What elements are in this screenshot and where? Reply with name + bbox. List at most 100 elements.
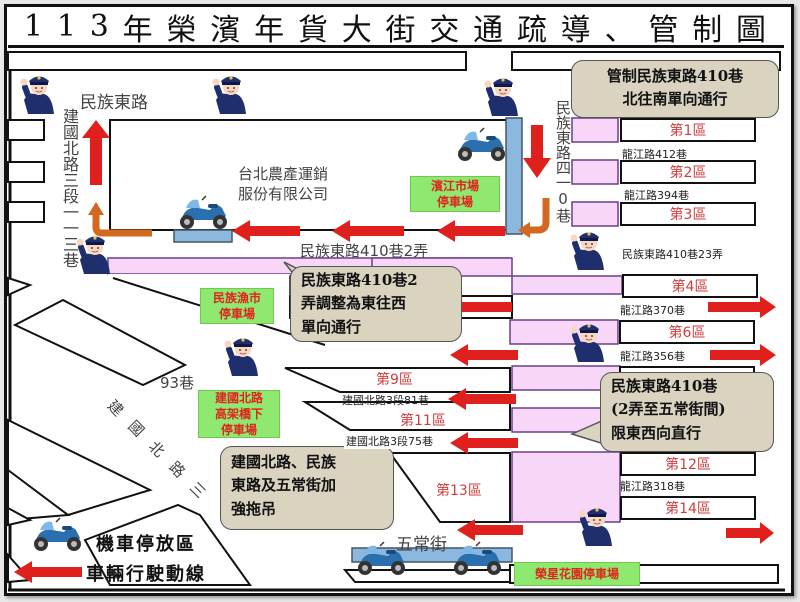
parking-label: 民族漁市 [212,290,261,305]
police-officer-icon [212,76,247,115]
traffic-direction-arrow-icon [726,522,774,544]
zone-2: 第2區 [620,160,756,184]
parking-minzu-fish: 民族漁市 停車場 [200,288,274,324]
road-label-jianguo-113: 建國北路三段一一三巷 [60,108,79,268]
callout-line: 管制民族東路410巷 [606,67,744,85]
traffic-direction-arrow-icon [710,344,776,366]
road-label-jianguo-75: 建國北路3段75巷 [344,433,435,449]
traffic-direction-arrow-icon [457,519,523,541]
title-char: 1 [23,9,45,44]
road-label-minzu-410: 民族東路四一0巷 [554,100,572,223]
callout-line: 北往南單向通行 [622,90,728,109]
callout-control-410: 管制民族東路410巷 北往南單向通行 [571,60,779,118]
callout-line: 強拖吊 [231,499,277,518]
parking-rongxing: 榮星花園停車場 [514,562,640,586]
road-label-longjiang-412: 龍江路412巷 [622,148,687,161]
title-char: 圖 [736,12,768,48]
title-char: 街 [385,12,418,48]
title-char: 年 [254,12,287,48]
callout-line: 限東西向直行 [611,423,702,442]
title-char: 榮 [166,12,199,48]
turn-arrow-icon [92,213,152,237]
zone-9: 第9區 [376,372,413,388]
callout-line: 建國北路、民族 [231,453,337,471]
police-officer-icon [484,78,519,117]
traffic-direction-arrow-icon [437,220,505,242]
turn-arrow-icon [528,198,550,234]
zone-3: 第3區 [620,202,756,226]
zone-12: 第12區 [620,452,756,476]
title-char: 疏 [516,12,549,48]
title-char: 導 [560,12,593,48]
legend-route-arrow-icon [14,561,82,583]
traffic-direction-arrow-icon [450,344,518,366]
road-label-longjiang-370: 龍江路370巷 [620,304,685,317]
road-label-410-lane2: 民族東路410巷2弄 [300,242,429,260]
parking-label: 停車場 [220,423,257,438]
page-title: 1 1 3 年 榮 濱 年 貨 大 街 交 通 疏 導 、 管 制 圖 [8,8,784,48]
traffic-direction-arrow-icon [448,388,516,410]
parking-label: 建國北路 [214,390,263,405]
callout-line: (2弄至五常街間) [611,400,726,419]
zone-6: 第6區 [619,320,755,344]
callout-line: 民族東路410巷2 [301,271,418,289]
traffic-direction-arrow-icon [708,296,776,318]
parking-label: 停車場 [218,307,255,321]
road-label-minzu-east: 民族東路 [80,93,148,113]
callout-towing: 建國北路、民族 東路及五常街加 強拖吊 [220,446,394,530]
zone-4: 第4區 [622,274,758,298]
police-officer-icon [570,231,605,271]
traffic-direction-arrow-icon [462,302,512,312]
callout-line: 東路及五常街加 [231,476,337,495]
zone-11: 第11區 [400,413,446,429]
building-label-line: 台北農產運銷 [238,165,329,183]
motorcycle-bay [173,229,233,243]
traffic-direction-arrow-icon [450,432,518,454]
legend-vehicle-route: 車輛行駛動線 [86,564,206,585]
title-char: 通 [473,12,506,48]
title-char: 管 [648,12,681,48]
parking-label: 停車場 [436,195,473,209]
callout-lane2-adjust: 民族東路410巷2 弄調整為東往西 單向通行 [290,266,462,342]
road-label-jianguo-81: 建國北路3段81巷 [342,394,429,407]
motorcycle-icon [33,517,82,552]
title-char: 年 [122,12,155,48]
callout-line: 民族東路410巷 [611,377,718,395]
zone-13: 第13區 [436,483,482,499]
title-char: 、 [604,12,637,48]
parking-label: 濱江市場 [430,178,479,193]
building-label-line: 服份有限公司 [238,185,329,203]
police-officer-icon [20,76,55,115]
road-label-longjiang-394: 龍江路394巷 [624,189,689,202]
road-label-longjiang-318: 龍江路318巷 [620,480,685,493]
building-label: 台北農產運銷 服份有限公司 [238,164,328,204]
motorcycle-bay [505,117,523,235]
title-char: 貨 [297,12,330,48]
police-officer-icon [76,235,111,275]
title-char: 3 [89,9,111,44]
road-label-longjiang-356: 龍江路356巷 [620,350,685,363]
road-label-lane-93: 93巷 [160,374,195,392]
callout-line: 弄調整為東往西 [301,294,407,313]
traffic-direction-arrow-icon [82,120,110,185]
traffic-direction-arrow-icon [232,220,300,242]
callout-line: 單向通行 [301,317,362,336]
traffic-direction-arrow-icon [523,125,551,178]
callout-410-section: 民族東路410巷 (2弄至五常街間) 限東西向直行 [600,372,774,452]
parking-binjiang: 濱江市場 停車場 [410,176,500,212]
title-char: 交 [429,12,462,48]
traffic-direction-arrow-icon [332,220,404,242]
parking-jianguo-viaduct: 建國北路 高架橋下 停車場 [198,390,280,438]
title-char: 制 [692,12,725,48]
title-char: 濱 [210,12,243,48]
parking-label: 高架橋下 [214,406,263,421]
title-char: 大 [341,12,374,48]
road-label-410-lane23: 民族東路410巷23弄 [622,248,723,261]
zone-14: 第14區 [620,496,756,520]
road-label-wuchang: 五常街 [396,535,447,555]
legend-motorcycle-area: 機車停放區 [96,534,196,555]
map-block [7,51,467,71]
title-char: 1 [56,9,78,44]
police-officer-icon [224,337,259,377]
zone-1: 第1區 [620,118,756,142]
